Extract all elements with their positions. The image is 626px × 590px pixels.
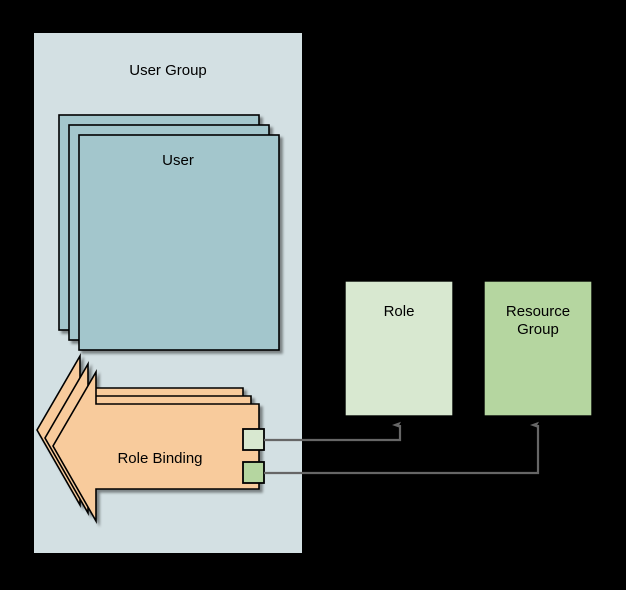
role-binding-shape-front: [52, 369, 260, 525]
role-port[interactable]: [242, 428, 265, 451]
role-box[interactable]: [344, 280, 454, 417]
user-card-front: [78, 134, 280, 351]
user-stack[interactable]: [58, 114, 280, 351]
resource-group-port[interactable]: [242, 461, 265, 484]
connector-role-binding-to-resource-group[interactable]: [264, 425, 540, 475]
connector-role-binding-to-role[interactable]: [264, 425, 402, 442]
role-binding-stack[interactable]: [36, 353, 260, 525]
resource-group-box[interactable]: [483, 280, 593, 417]
